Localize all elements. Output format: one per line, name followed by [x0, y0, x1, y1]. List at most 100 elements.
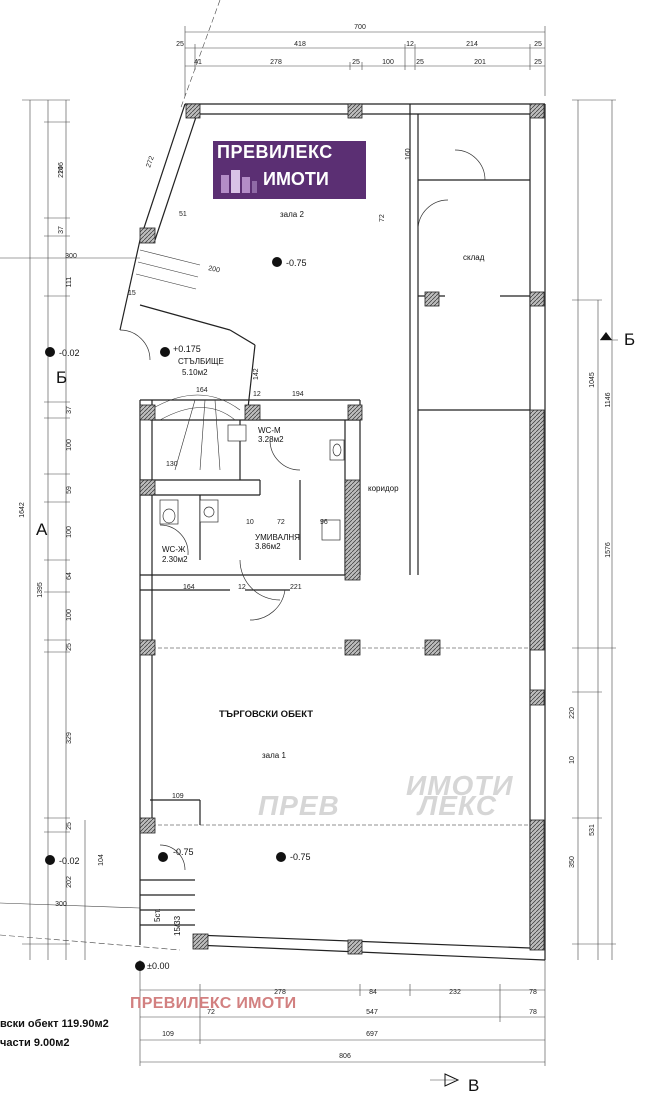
- dim-left-300b: 300: [55, 901, 67, 908]
- dim-top-12: 12: [406, 41, 414, 48]
- dim-in-164b: 164: [183, 584, 195, 591]
- dim-in-51: 51: [179, 211, 187, 218]
- dim-in-194: 194: [292, 391, 304, 398]
- dim-right-1045: 1045: [589, 372, 596, 388]
- dim-top-25e: 25: [534, 59, 542, 66]
- axis-a-label: A: [36, 520, 48, 539]
- dim-right-10: 10: [569, 756, 576, 764]
- level-plus0175: +0.175: [173, 344, 201, 354]
- dim-top-214: 214: [466, 41, 478, 48]
- dim-left-246: 246: [58, 162, 65, 174]
- room-stalbishte: СТЪЛБИЩЕ: [178, 357, 224, 366]
- dim-left-329: 329: [66, 732, 73, 744]
- stair-treads: [135, 249, 241, 471]
- level-minus075-entry: -0.75: [173, 847, 194, 857]
- building-icon: [221, 170, 257, 193]
- dim-in-142: 142: [253, 368, 260, 380]
- top-dimension-chains: [179, 0, 546, 111]
- dim-left-100a: 100: [66, 439, 73, 451]
- dim-top-25c: 25: [352, 59, 360, 66]
- dim-in-72b: 72: [379, 214, 386, 222]
- room-koridor: коридор: [368, 484, 399, 493]
- dim-top-25d: 25: [416, 59, 424, 66]
- dim-left-111: 111: [66, 277, 73, 288]
- dim-top-25a: 25: [176, 41, 184, 48]
- inner-dimension-labels: 272 200 164 12 194 142 130 10 72 96 164 …: [128, 148, 412, 800]
- dim-right-1146: 1146: [605, 392, 612, 407]
- dim-left-59: 59: [66, 486, 73, 494]
- room-wcj-area: 2.30м2: [162, 555, 188, 564]
- dim-bot-547: 547: [366, 1009, 378, 1016]
- left-dimension-labels: 246 210 37 300 111 37 100 59 1642 1395 1…: [19, 162, 105, 908]
- top-dimension-labels: 700 418 12 214 25 25 41 278 25 100 25 20…: [176, 24, 542, 66]
- room-stalbishte-area: 5.10м2: [182, 368, 208, 377]
- dim-left-1395: 1395: [37, 582, 44, 598]
- room-wcj: WC-Ж: [162, 545, 186, 554]
- dim-in-12b: 12: [238, 584, 246, 591]
- room-umivalnia-area: 3.86м2: [255, 542, 281, 551]
- left-dimension-chains: [0, 99, 181, 960]
- room-zala1: зала 1: [262, 751, 286, 760]
- dim-left-37b: 37: [66, 406, 73, 414]
- dim-left-100b: 100: [66, 526, 73, 538]
- level-pm000: ±0.00: [147, 961, 169, 971]
- axis-b-left-label: Б: [56, 368, 67, 387]
- watermark-red: ПРЕВИЛЕКС ИМОТИ: [130, 995, 297, 1012]
- axis-markers: A Б Б В: [36, 330, 635, 1095]
- axis-v-arrow-icon: [444, 1073, 460, 1087]
- dim-bot-84: 84: [369, 989, 377, 996]
- axis-b-right-arrow-icon: [600, 332, 612, 340]
- right-dimension-chains: [430, 99, 618, 1081]
- columns: [139, 103, 545, 955]
- door-swings: [119, 149, 486, 871]
- room-labels: зала 2 склад коридор СТЪЛБИЩЕ 5.10м2 WC-…: [162, 210, 485, 760]
- level-minus002-left: -0.02: [59, 348, 80, 358]
- dim-top-201: 201: [474, 59, 486, 66]
- dim-right-531: 531: [589, 824, 596, 836]
- dim-left-210: 210: [58, 166, 65, 178]
- room-wcm: WC-M: [258, 426, 281, 435]
- level-minus075-zala2: -0.75: [286, 258, 307, 268]
- room-sklad: склад: [463, 253, 485, 262]
- dim-bot-109: 109: [162, 1031, 174, 1038]
- level-minus002-bottom: -0.02: [59, 856, 80, 866]
- watermark-part2: ИМОТИ: [406, 770, 514, 801]
- legend-commercial-area: вски обект 119.90м2: [0, 1018, 109, 1030]
- dim-bot-72: 72: [207, 1009, 215, 1016]
- dim-left-100c: 100: [66, 609, 73, 621]
- watermark-part1: ПРЕВ: [258, 790, 340, 821]
- dim-in-221: 221: [290, 584, 302, 591]
- brand-logo-line1: ПРЕВИЛЕКС: [217, 142, 333, 162]
- dim-bot-697: 697: [366, 1031, 378, 1038]
- level-labels: -0.75 +0.175 -0.02 -0.02 -0.75 -0.75 ±0.…: [59, 258, 311, 971]
- dim-in-72a: 72: [277, 519, 285, 526]
- room-wcm-area: 3.28м2: [258, 435, 284, 444]
- dim-top-100: 100: [382, 59, 394, 66]
- stairs-ratio: 15/33: [173, 915, 182, 936]
- dim-in-130: 130: [166, 461, 178, 468]
- bottom-dimension-chains: [139, 960, 546, 1066]
- dim-in-15: 15: [128, 290, 136, 297]
- dim-bot-78a: 78: [529, 989, 537, 996]
- dim-left-300a: 300: [65, 253, 77, 260]
- dim-left-202: 202: [66, 876, 73, 888]
- entrance-stairs-note: 5ст. 15/33: [153, 909, 182, 936]
- brand-logo-line2: ИМОТИ: [263, 169, 329, 189]
- dim-in-12a: 12: [253, 391, 261, 398]
- dim-in-272: 272: [145, 155, 156, 168]
- dim-left-25b: 25: [66, 822, 73, 830]
- bottom-dimension-labels: 278 84 232 78 72 547 78 109 697 806: [162, 989, 537, 1060]
- dim-right-1576: 1576: [605, 542, 612, 558]
- dim-bot-232: 232: [449, 989, 461, 996]
- dim-bot-806: 806: [339, 1053, 351, 1060]
- watermark-part3: ЛЕКС: [418, 790, 497, 821]
- dim-bot-78b: 78: [529, 1009, 537, 1016]
- dim-in-200: 200: [208, 265, 221, 274]
- dim-top-418: 418: [294, 41, 306, 48]
- level-minus075-zala1: -0.75: [290, 852, 311, 862]
- dim-bot-278: 278: [274, 989, 286, 996]
- room-targovski: ТЪРГОВСКИ ОБЕКТ: [219, 709, 313, 720]
- dim-left-1642: 1642: [19, 502, 26, 518]
- room-umivalnia: УМИВАЛНЯ: [255, 533, 300, 542]
- dim-left-25: 25: [66, 643, 73, 651]
